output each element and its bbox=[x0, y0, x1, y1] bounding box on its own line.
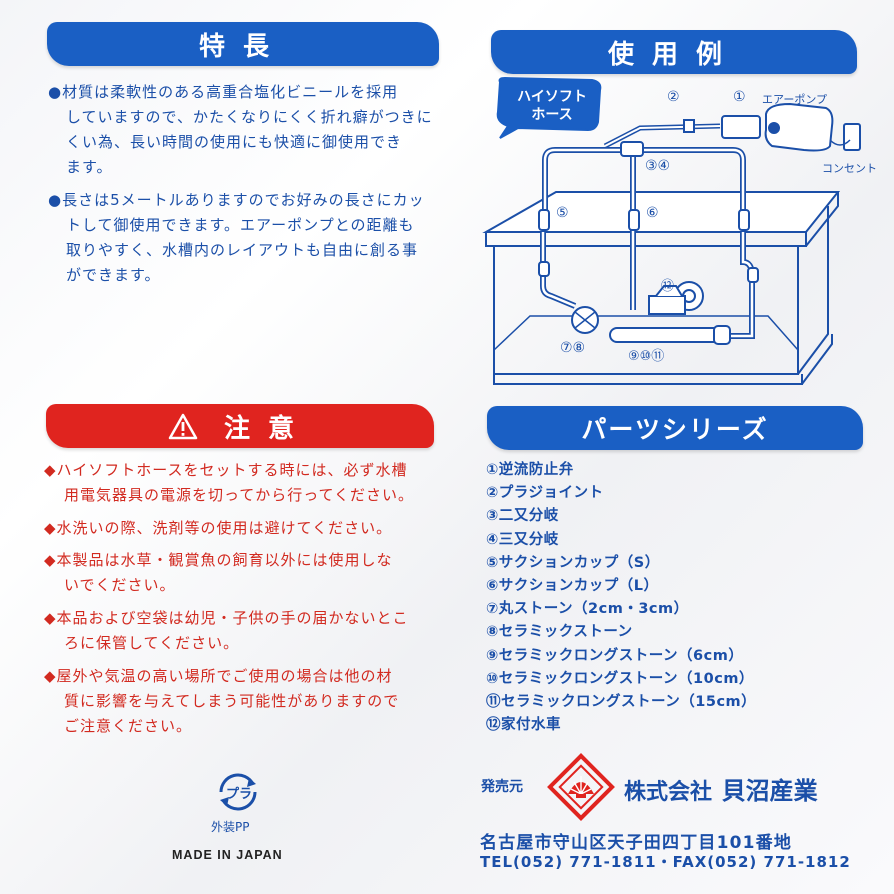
recycle-mark-text: プラ bbox=[226, 787, 253, 802]
parts-item: ⑪セラミックロングストーン（15cm） bbox=[486, 694, 757, 711]
marker-2: ② bbox=[667, 89, 680, 105]
parts-item: ⑨セラミックロングストーン（6cm） bbox=[486, 647, 744, 664]
usage-heading: 使用例 bbox=[491, 30, 857, 74]
parts-item: ⑤サクションカップ（S） bbox=[486, 554, 660, 571]
outlet bbox=[843, 123, 861, 151]
parts-list: ①逆流防止弁 ②プラジョイント ③二又分岐 ④三又分岐 ⑤サクションカップ（S）… bbox=[486, 459, 756, 737]
parts-item: ①逆流防止弁 bbox=[486, 462, 574, 478]
caution-item-1: ◆ハイソフトホースをセットする時には、必ず水槽 用電気器具の電源を切ってから行っ… bbox=[44, 461, 415, 504]
air-pump-label: エアーポンプ bbox=[762, 93, 828, 106]
caution-item-5: ◆屋外や気温の高い場所でご使用の場合は他の材 質に影響を与えてしまう可能性があり… bbox=[44, 667, 400, 735]
marker-12: ⑫ bbox=[661, 279, 675, 294]
air-pump-check bbox=[721, 115, 761, 139]
parts-item: ⑩セラミックロングストーン（10cm） bbox=[486, 670, 754, 687]
company-logo bbox=[546, 752, 616, 822]
company-address: 名古屋市守山区天子田四丁目101番地 bbox=[480, 833, 793, 853]
caution-item-2: ◆水洗いの際、洗剤等の使用は避けてください。 bbox=[44, 519, 393, 537]
long-stone bbox=[609, 327, 729, 343]
parts-item: ②プラジョイント bbox=[486, 485, 604, 502]
water-wheel bbox=[674, 281, 704, 311]
tank-top bbox=[482, 191, 841, 233]
warning-icon bbox=[168, 413, 198, 440]
caution-item-4: ◆本品および空袋は幼児・子供の手の届かないとこ ろに保管してください。 bbox=[44, 609, 409, 652]
caution-heading: 注意 bbox=[46, 404, 434, 448]
marker-1: ① bbox=[733, 89, 746, 105]
features-item-1: ●材質は柔軟性のある高重合塩化ビニールを採用 していますので、かたくなりにくく折… bbox=[48, 83, 433, 176]
marker-78: ⑦⑧ bbox=[560, 340, 586, 356]
parts-heading: パーツシリーズ bbox=[487, 406, 863, 450]
company-phone: TEL(052) 771-1811・FAX(052) 771-1812 bbox=[480, 853, 851, 871]
parts-item: ③二又分岐 bbox=[486, 508, 559, 525]
parts-item: ⑧セラミックストーン bbox=[486, 624, 633, 641]
marker-91011: ⑨⑩⑪ bbox=[628, 349, 665, 364]
marker-34: ③④ bbox=[645, 158, 671, 174]
company-name: 株式会社 貝沼産業 bbox=[624, 777, 818, 805]
air-pump bbox=[764, 102, 834, 152]
splitter bbox=[620, 141, 644, 157]
recycle-material: 外装PP bbox=[211, 820, 250, 834]
hose-frame bbox=[542, 147, 746, 228]
recycle-mark-icon: プラ bbox=[213, 770, 263, 814]
parts-item: ⑥サクションカップ（L） bbox=[486, 578, 659, 595]
parts-item: ⑫家付水車 bbox=[486, 717, 561, 734]
marker-6: ⑥ bbox=[646, 205, 659, 221]
parts-item: ⑦丸ストーン（2cm・3cm） bbox=[486, 601, 689, 618]
caution-item-3: ◆本製品は水草・観賞魚の飼育以外には使用しな いでください。 bbox=[44, 551, 393, 594]
features-heading: 特長 bbox=[47, 22, 439, 66]
outlet-label: コンセント bbox=[822, 162, 877, 175]
ball-stone bbox=[571, 306, 599, 334]
marker-5: ⑤ bbox=[556, 205, 569, 221]
features-item-2: ●長さは5メートルありますのでお好みの長さにカッ トして御使用できます。エアーポ… bbox=[48, 191, 425, 284]
seller-label: 発売元 bbox=[481, 779, 523, 795]
hose-label: ハイソフト ホース bbox=[517, 89, 587, 123]
made-in-japan: MADE IN JAPAN bbox=[172, 848, 283, 862]
parts-item: ④三又分岐 bbox=[486, 531, 559, 548]
